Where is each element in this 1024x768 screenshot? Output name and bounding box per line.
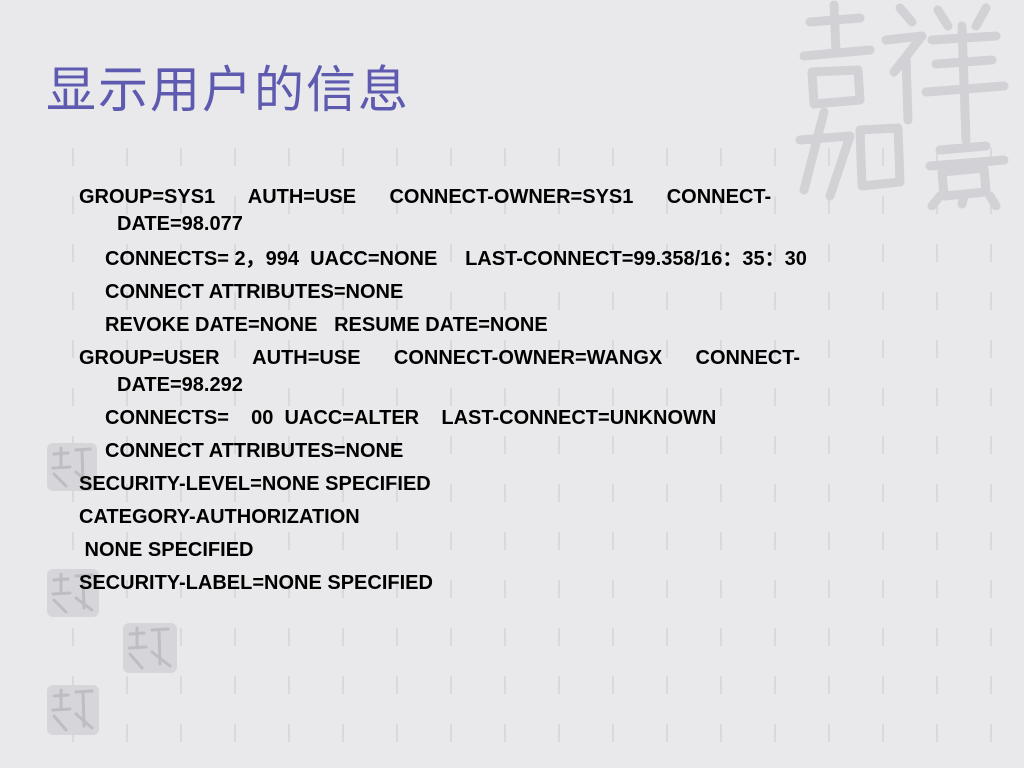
body-line-group1-connects: CONNECTS= 2，994 UACC=NONE LAST-CONNECT=9… bbox=[105, 248, 807, 270]
slide-title: 显示用户的信息 bbox=[46, 61, 410, 119]
auspicious-calligraphy-watermark-icon bbox=[795, 0, 1009, 210]
body-line-group2-connects: CONNECTS= 00 UACC=ALTER LAST-CONNECT=UNK… bbox=[105, 407, 717, 429]
body-line-group2-continuation: DATE=98.292 bbox=[117, 374, 243, 396]
seal-stamp-icon bbox=[47, 443, 97, 491]
seal-stamp-icon bbox=[47, 685, 99, 735]
body-line-category-authorization: CATEGORY-AUTHORIZATION bbox=[79, 506, 360, 528]
body-line-group1: GROUP=SYS1 AUTH=USE CONNECT-OWNER=SYS1 C… bbox=[79, 186, 772, 208]
body-line-group2: GROUP=USER AUTH=USE CONNECT-OWNER=WANGX … bbox=[79, 347, 800, 369]
body-line-group1-attributes: CONNECT ATTRIBUTES=NONE bbox=[105, 281, 404, 303]
body-line-group1-continuation: DATE=98.077 bbox=[117, 213, 243, 235]
body-line-group2-attributes: CONNECT ATTRIBUTES=NONE bbox=[105, 440, 404, 462]
body-line-security-level: SECURITY-LEVEL=NONE SPECIFIED bbox=[79, 473, 431, 495]
body-line-security-label: SECURITY-LABEL=NONE SPECIFIED bbox=[79, 572, 433, 594]
body-line-group1-revoke: REVOKE DATE=NONE RESUME DATE=NONE bbox=[105, 314, 548, 336]
body-line-category-none: NONE SPECIFIED bbox=[79, 539, 254, 561]
seal-stamp-icon bbox=[123, 623, 177, 673]
seal-stamp-icon bbox=[47, 569, 99, 617]
